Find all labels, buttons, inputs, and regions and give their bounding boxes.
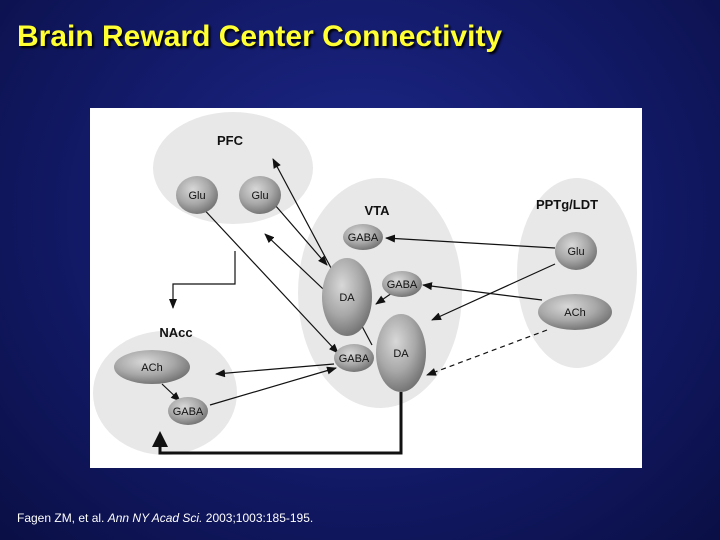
nacc-ach-label: ACh (141, 362, 162, 374)
pfc-to-nacc-arrow (169, 251, 236, 309)
vta-da-left-label: DA (339, 292, 355, 304)
vta-to-nacc-ach-arrow (215, 363, 335, 378)
citation: Fagen ZM, et al. Ann NY Acad Sci. 2003;1… (17, 511, 313, 525)
pptg-ach-to-vta-da-arrow (426, 329, 548, 376)
pptg-glu-to-vta-gaba-mid-arrow (431, 263, 556, 321)
pfc-glu-node-1-label: Glu (188, 190, 205, 202)
nacc-label: NAcc (159, 325, 192, 340)
pptg-ach-node (538, 294, 612, 330)
pptg-glu-node (555, 232, 597, 270)
pfc-glu-node-1 (176, 176, 218, 214)
nacc-gaba-to-vta-arrow (209, 366, 337, 406)
vta-da-left-node (322, 258, 372, 336)
vta-da-right-label: DA (393, 348, 409, 360)
nacc-ach-to-gaba-arrow (161, 383, 181, 402)
citation-details: 2003;1003:185-195. (205, 511, 314, 525)
pfc-glu-node-2-label: Glu (251, 190, 268, 202)
pfc-glu-node-2 (239, 176, 281, 214)
nacc-ach-node (114, 350, 190, 384)
vta-gaba-top-label: GABA (348, 232, 379, 244)
vta-da-to-nacc-arrowhead (152, 431, 168, 447)
vta-gaba-mid-label: GABA (387, 279, 418, 291)
citation-journal: Ann NY Acad Sci. (107, 511, 203, 525)
connectivity-diagram: PFC VTA PPTg/LDT NAcc (90, 108, 642, 468)
vta-label: VTA (364, 203, 390, 218)
vta-gaba-bottom-label: GABA (339, 353, 370, 365)
nacc-region (93, 331, 237, 455)
vta-gaba-top-node (343, 224, 383, 250)
vta-gaba-mid-node (382, 271, 422, 297)
slide-title: Brain Reward Center Connectivity (17, 20, 503, 53)
pptg-ach-label: ACh (564, 307, 585, 319)
pptg-label: PPTg/LDT (536, 197, 598, 212)
pfc-glu1-to-vta-gaba-arrow (197, 202, 339, 354)
pptg-ach-to-vta-gaba-arrow (422, 282, 543, 301)
pfc-label: PFC (217, 133, 244, 148)
vta-gaba-mid-to-da-arrow (375, 292, 393, 305)
nacc-gaba-node (168, 397, 208, 425)
pptg-glu-to-vta-gaba-arrow (385, 234, 556, 249)
pptg-glu-label: Glu (567, 246, 584, 258)
vta-gaba-bottom-node (334, 344, 374, 372)
citation-authors: Fagen ZM, et al. (17, 511, 105, 525)
pfc-glu2-to-vta-da-arrow (274, 204, 328, 266)
nacc-gaba-label: GABA (173, 406, 204, 418)
pfc-region (153, 112, 313, 224)
vta-da-right-node (376, 314, 426, 392)
